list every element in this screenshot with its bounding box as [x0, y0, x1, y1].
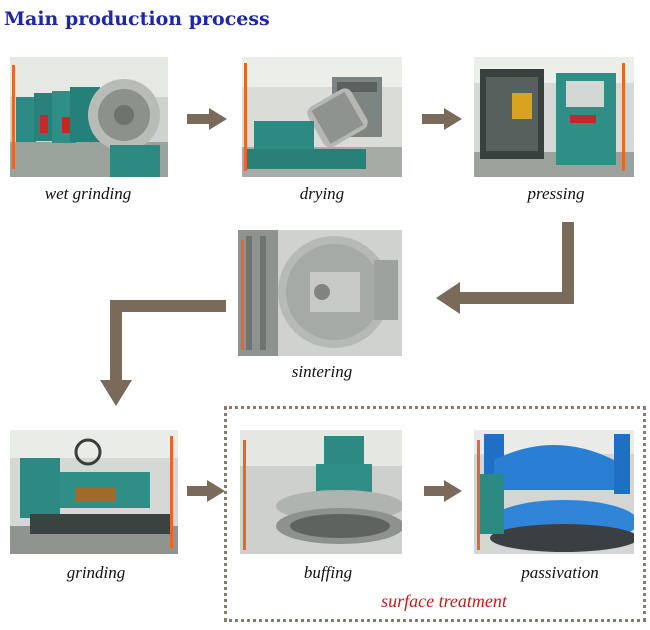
drying-caption: drying — [299, 184, 345, 203]
grinding-photo — [10, 430, 178, 554]
pressing-photo — [474, 57, 634, 177]
grinding-caption: grinding — [66, 563, 126, 582]
page-title: Main production process — [4, 8, 270, 30]
wet-grinding-caption: wet grinding — [44, 184, 132, 203]
wet-grinding-photo — [10, 57, 168, 177]
buffing-photo — [240, 430, 402, 554]
buffing-caption: buffing — [303, 563, 353, 582]
arrow-pressing-to-sintering — [436, 222, 574, 314]
arrow-wet-grinding-to-drying — [187, 108, 227, 130]
arrow-sintering-to-grinding — [100, 300, 226, 406]
surface-treatment-group — [224, 406, 646, 622]
sintering-caption: sintering — [291, 362, 353, 381]
sintering-photo — [238, 230, 402, 356]
arrow-drying-to-pressing — [422, 108, 462, 130]
arrow-grinding-to-buffing — [187, 480, 225, 502]
passivation-photo — [474, 430, 634, 554]
passivation-caption: passivation — [521, 563, 599, 582]
arrow-buffing-to-passivation — [424, 480, 462, 502]
pressing-caption: pressing — [527, 184, 585, 203]
surface-treatment-label: surface treatment — [381, 591, 507, 611]
drying-photo — [242, 57, 402, 177]
